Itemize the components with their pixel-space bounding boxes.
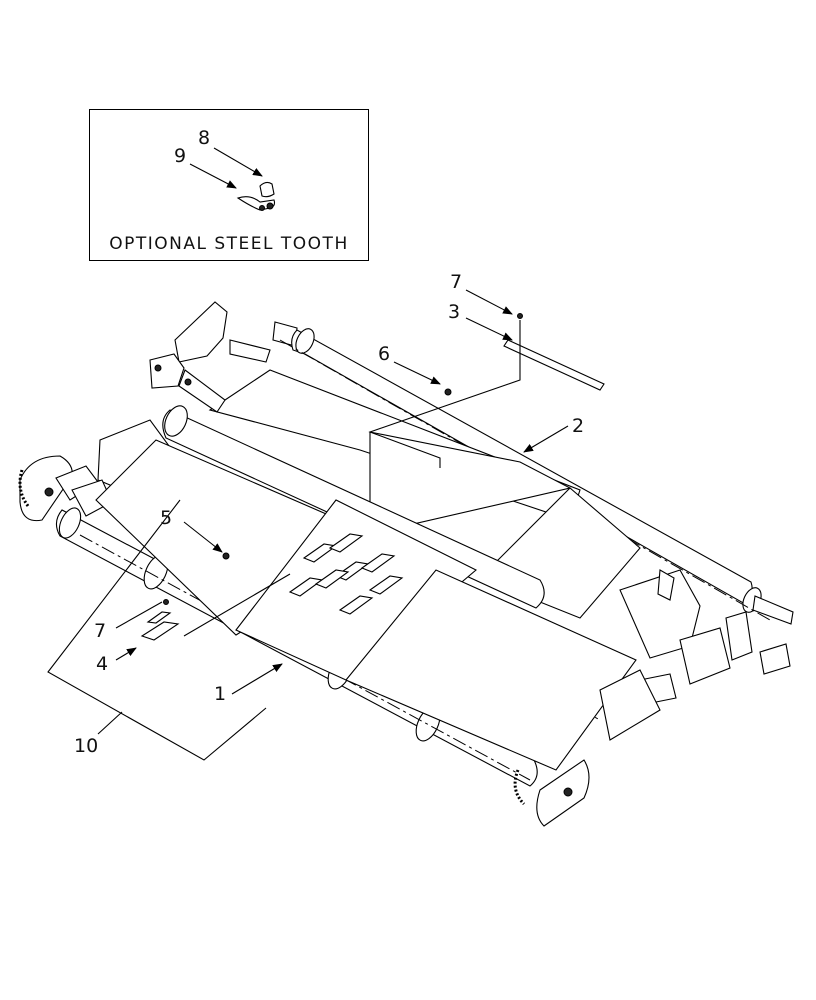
leader-1 xyxy=(231,663,283,695)
right-frame-assembly xyxy=(599,569,791,741)
steel-tooth-part xyxy=(236,181,276,211)
front-belt-right xyxy=(345,569,637,771)
leader-2 xyxy=(523,425,569,453)
leader-5 xyxy=(183,521,223,553)
callout-7-top: 7 xyxy=(450,271,462,293)
bolt-5 xyxy=(222,552,230,560)
bolt-7-left xyxy=(163,599,169,605)
leader-10 xyxy=(97,711,123,735)
leader-4 xyxy=(115,647,137,661)
callout-3: 3 xyxy=(448,301,460,323)
callout-10: 10 xyxy=(74,735,98,757)
leader-6 xyxy=(393,361,441,385)
callout-5: 5 xyxy=(160,507,172,529)
leader-9 xyxy=(189,163,237,189)
bolt-7-top xyxy=(517,313,523,319)
callout-9: 9 xyxy=(174,145,186,167)
tooth-detail-4 xyxy=(140,611,180,641)
callout-8: 8 xyxy=(198,127,210,149)
callout-2: 2 xyxy=(572,415,584,437)
left-rear-bracket xyxy=(149,301,271,413)
callout-4: 4 xyxy=(96,653,108,675)
left-end-assembly xyxy=(18,419,173,522)
callout-6: 6 xyxy=(378,343,390,365)
tooth-pattern xyxy=(288,533,404,615)
callout-1: 1 xyxy=(214,683,226,705)
assembly-bracket-10 xyxy=(47,499,267,761)
tooth-plate-section xyxy=(235,499,477,681)
leader-7-top xyxy=(465,289,513,315)
bolt-6 xyxy=(444,388,452,396)
tooth-bar-part xyxy=(503,339,605,391)
leader-7-left xyxy=(115,601,163,629)
right-end-plate xyxy=(513,759,590,827)
leader-3 xyxy=(465,317,513,341)
optional-steel-tooth-inset: OPTIONAL STEEL TOOTH xyxy=(89,109,369,261)
callout-7-left: 7 xyxy=(94,620,106,642)
inset-title: OPTIONAL STEEL TOOTH xyxy=(109,234,349,254)
leader-4-branch xyxy=(183,573,291,637)
leader-8 xyxy=(213,147,263,177)
leader-3-connector xyxy=(368,320,521,468)
